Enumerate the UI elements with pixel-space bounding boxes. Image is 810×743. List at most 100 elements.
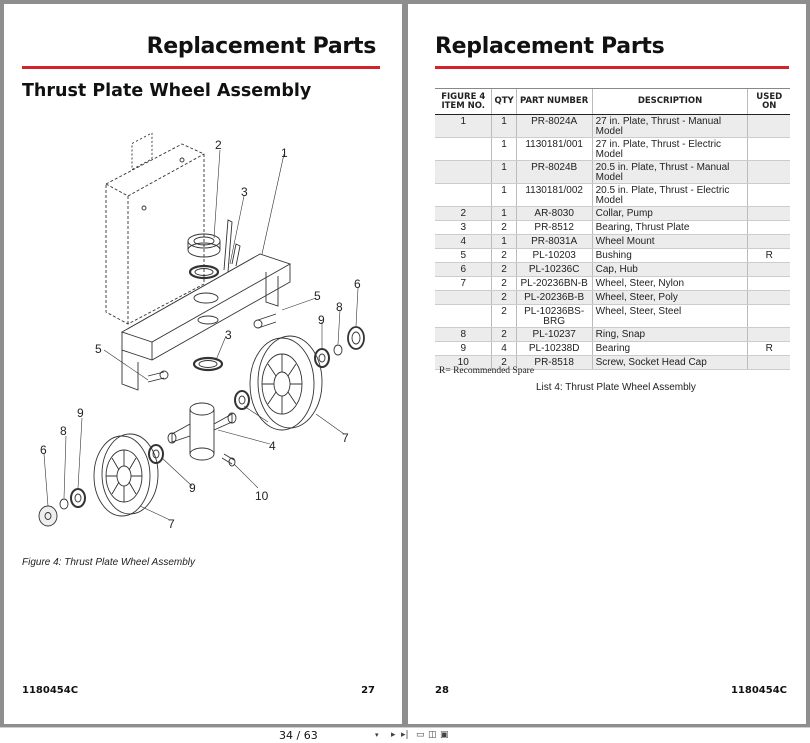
row-item: 4: [435, 234, 492, 249]
callout-label: 9: [77, 406, 84, 420]
callout-label: 7: [342, 431, 349, 445]
footer-doc-number: 1180454C: [22, 685, 79, 696]
row-description: 20.5 in. Plate, Thrust - Manual Model: [591, 160, 748, 184]
list-caption: List 4: Thrust Plate Wheel Assembly: [536, 382, 696, 393]
row-used-on: [747, 276, 790, 291]
table-note: R= Recommended Spare: [439, 366, 535, 376]
col-header-part-number: PART NUMBER: [515, 88, 593, 115]
col-header-description: DESCRIPTION: [591, 88, 748, 115]
row-item: 5: [435, 248, 492, 263]
row-item: [435, 160, 492, 184]
row-description: Wheel, Steer, Poly: [591, 290, 748, 305]
row-description: 20.5 in. Plate, Thrust - Electric Model: [591, 183, 748, 207]
callout-label: 1: [281, 146, 288, 160]
row-used-on: [747, 183, 790, 207]
viewer-toolbar: 34 / 63 ▾ ▸ ▸| ▭ ◫ ▣: [0, 727, 810, 743]
row-used-on: [747, 114, 790, 138]
row-qty: 2: [491, 262, 517, 277]
row-used-on: [747, 220, 790, 235]
col-header-item: FIGURE 4 ITEM NO.: [435, 88, 492, 115]
last-page-icon[interactable]: ▸|: [401, 730, 409, 740]
row-used-on: R: [747, 341, 790, 356]
row-used-on: [747, 206, 790, 221]
two-page-icon[interactable]: ◫: [428, 730, 437, 740]
row-part-number: PL-20236B-B: [515, 290, 593, 305]
row-item: 7: [435, 276, 492, 291]
footer-page-number: 27: [361, 685, 375, 696]
row-used-on: [747, 262, 790, 277]
fit-icon[interactable]: ▣: [440, 730, 449, 740]
callout-label: 6: [40, 443, 47, 457]
next-page-icon[interactable]: ▸: [391, 730, 396, 740]
row-description: Cap, Hub: [591, 262, 748, 277]
row-qty: 2: [491, 327, 517, 342]
row-part-number: PL-10203: [515, 248, 593, 263]
row-item: [435, 290, 492, 305]
row-part-number: PR-8512: [515, 220, 593, 235]
row-description: Collar, Pump: [591, 206, 748, 221]
col-header-qty: QTY: [491, 88, 517, 115]
row-part-number: PR-8518: [515, 355, 593, 370]
callout-label: 7: [168, 517, 175, 531]
figure-caption: Figure 4: Thrust Plate Wheel Assembly: [22, 557, 196, 568]
row-qty: 2: [491, 304, 517, 328]
dropdown-arrow-icon[interactable]: ▾: [375, 732, 379, 739]
exploded-assembly-drawing: 1 2 3 3 4 5 5 6 6 7 7 8 8 9 9 9 10: [38, 132, 365, 531]
row-part-number: 1130181/001: [515, 137, 593, 161]
row-item: 3: [435, 220, 492, 235]
callout-label: 8: [60, 424, 67, 438]
page-header-title: Replacement Parts: [146, 34, 377, 59]
section-title: Thrust Plate Wheel Assembly: [22, 81, 312, 101]
page-number-input[interactable]: 34 / 63: [264, 729, 382, 743]
row-description: 27 in. Plate, Thrust - Electric Model: [591, 137, 748, 161]
callout-label: 5: [95, 342, 102, 356]
row-part-number: 1130181/002: [515, 183, 593, 207]
header-rule: [22, 66, 380, 69]
row-used-on: R: [747, 248, 790, 263]
callout-label: 10: [255, 489, 269, 503]
row-item: 1: [435, 114, 492, 138]
row-description: Ring, Snap: [591, 327, 748, 342]
footer-page-number: 28: [435, 685, 449, 696]
row-used-on: [747, 290, 790, 305]
page-indicator-text: 34 / 63: [279, 729, 318, 742]
row-qty: 2: [491, 290, 517, 305]
row-qty: 4: [491, 341, 517, 356]
row-part-number: PL-10236BS-BRG: [515, 304, 593, 328]
row-qty: 1: [491, 183, 517, 207]
right-page: Replacement Parts FIGURE 4 ITEM NO. QTY …: [408, 4, 806, 724]
row-used-on: [747, 234, 790, 249]
page-header-title: Replacement Parts: [435, 34, 665, 59]
row-used-on: [747, 160, 790, 184]
row-description: 27 in. Plate, Thrust - Manual Model: [591, 114, 748, 138]
row-item: 6: [435, 262, 492, 277]
callout-label: 2: [215, 138, 222, 152]
left-page: Replacement Parts Thrust Plate Wheel Ass…: [4, 4, 402, 724]
footer-doc-number: 1180454C: [730, 685, 787, 696]
exploded-assembly-figure: 1 2 3 3 4 5 5 6 6 7 7 8 8 9 9 9 10: [22, 124, 378, 544]
row-part-number: PL-10237: [515, 327, 593, 342]
row-description: Screw, Socket Head Cap: [591, 355, 748, 370]
row-qty: 2: [491, 248, 517, 263]
row-used-on: [747, 327, 790, 342]
row-description: Bearing: [591, 341, 748, 356]
row-used-on: [747, 137, 790, 161]
row-part-number: AR-8030: [515, 206, 593, 221]
row-qty: 1: [491, 206, 517, 221]
row-used-on: [747, 355, 790, 370]
row-description: Wheel, Steer, Nylon: [591, 276, 748, 291]
row-qty: 2: [491, 355, 517, 370]
col-header-used-on: USED ON: [747, 88, 790, 115]
row-item: 9: [435, 341, 492, 356]
single-page-icon[interactable]: ▭: [416, 730, 425, 740]
